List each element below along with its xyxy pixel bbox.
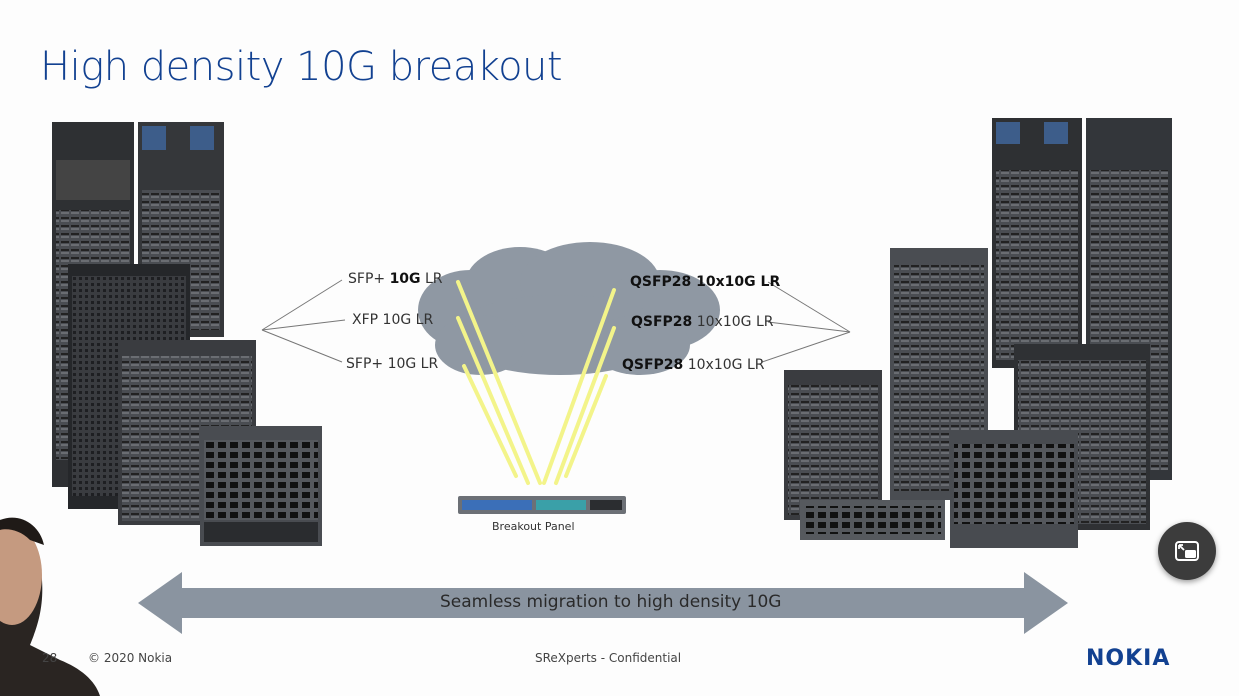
presenter-video-overlay xyxy=(0,517,100,696)
breakout-panel-label: Breakout Panel xyxy=(492,520,575,533)
left-label-2: XFP 10G LR xyxy=(352,312,434,328)
right-label-3: QSFP28 10x10G LR xyxy=(622,357,765,373)
page-number: 28 xyxy=(42,651,58,665)
left-label-3: SFP+ 10G LR xyxy=(346,356,439,372)
fiber-light-beams xyxy=(456,280,616,485)
left-connector-lines xyxy=(261,279,346,363)
right-label-1: QSFP28 10x10G LR xyxy=(630,274,781,290)
right-connector-lines xyxy=(761,281,851,363)
slide-title: High density 10G breakout xyxy=(40,44,563,90)
picture-in-picture-icon xyxy=(1175,541,1199,561)
left-router-chassis-group xyxy=(52,122,322,546)
footer-copyright: © 2020 Nokia xyxy=(88,651,173,665)
right-label-2: QSFP28 10x10G LR xyxy=(631,314,774,330)
picture-in-picture-button[interactable] xyxy=(1158,522,1216,580)
migration-arrow xyxy=(138,572,1068,634)
footer-confidential: SReXperts - Confidential xyxy=(535,651,682,665)
migration-arrow-label: Seamless migration to high density 10G xyxy=(440,592,782,612)
network-cloud xyxy=(418,242,720,375)
nokia-logo: NOKIA xyxy=(1086,646,1171,671)
right-router-chassis-group xyxy=(784,118,1172,548)
breakout-panel-device xyxy=(458,496,626,514)
left-label-1: SFP+ 10G LR xyxy=(348,271,443,287)
